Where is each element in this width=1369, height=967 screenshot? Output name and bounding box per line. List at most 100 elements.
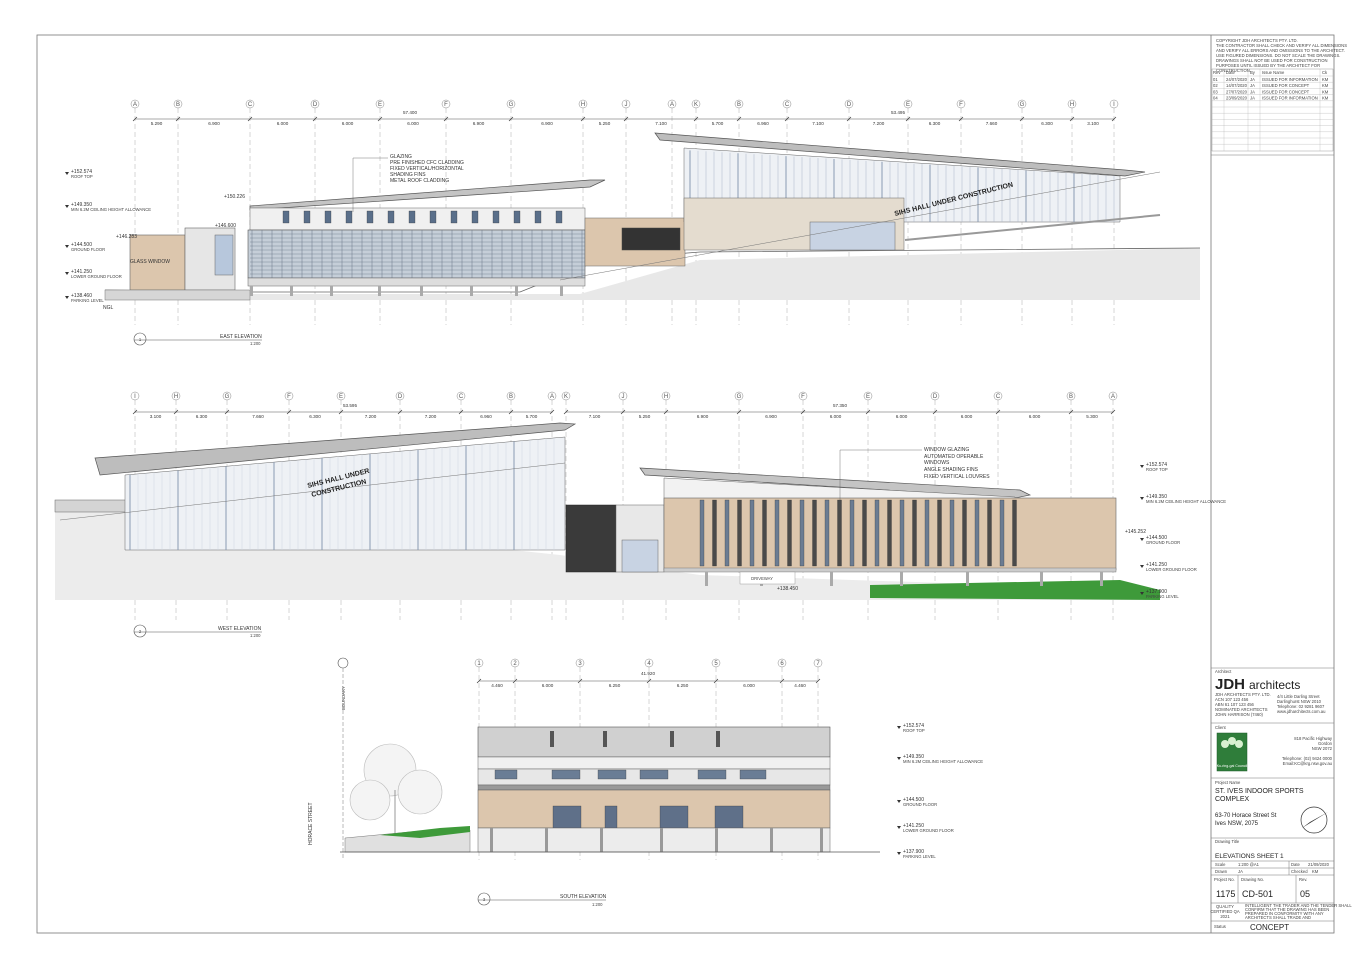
west-louvre-19 — [937, 499, 942, 567]
west-note-1: AUTOMATED OPERABLE — [924, 454, 984, 460]
west-l-tick-7 — [508, 409, 514, 415]
west-louvre-24 — [999, 499, 1005, 567]
south-upper-window-2 — [597, 769, 627, 780]
west-louvre-17 — [912, 499, 917, 567]
south-lower-window-2 — [659, 805, 689, 829]
west-grid-l-label-4: E — [339, 394, 343, 400]
rev-cell-1-0: 02 — [1213, 83, 1218, 88]
east-grid-label-13: D — [847, 102, 852, 108]
drawing-title: ELEVATIONS SHEET 1 — [1215, 853, 1284, 860]
copyright-line-2: AND VERIFY ALL ERRORS AND OMISSIONS TO T… — [1216, 48, 1345, 53]
south-col-2 — [600, 828, 603, 852]
west-grid-r-label-0: K — [564, 394, 568, 400]
rev-cell-2-4: KM — [1322, 89, 1329, 94]
rev-cell-0-1: 24/07/2020 — [1226, 77, 1248, 82]
east-upper-window-9 — [471, 210, 479, 224]
client-address-0: 818 Pacific Highway — [1294, 736, 1333, 741]
east-level-label-3: LOWER GROUND FLOOR — [71, 274, 122, 279]
east-level-value-2: +144.500 — [71, 242, 92, 248]
east-upper-wall — [249, 207, 586, 231]
rev-cell-1-4: KM — [1322, 83, 1329, 88]
west-col-3 — [900, 572, 903, 586]
copyright-notice: COPYRIGHT JDH ARCHITECTS PTY. LTD. THE C… — [1216, 38, 1347, 73]
west-grid-l-label-3: F — [287, 394, 291, 400]
south-title: SOUTH ELEVATION — [560, 894, 607, 900]
east-upper-window-10 — [492, 210, 500, 224]
south-level-label-3: LOWER GROUND FLOOR — [903, 828, 954, 833]
south-tick-2 — [577, 678, 583, 684]
council-logo-text: Ku-ring-gai Council — [1217, 764, 1248, 768]
west-col-6 — [1100, 572, 1103, 586]
quality-note-1: CONFIRM THAT THE DRAWING HAS BEEN — [1245, 907, 1329, 912]
east-tick-12 — [846, 116, 852, 122]
south-level-arrow-0 — [897, 726, 901, 729]
east-grid-label-15: F — [959, 102, 963, 108]
east-upper-window-11 — [513, 210, 521, 224]
client-contact-0: Telephone: (02) 9424 0000 — [1282, 756, 1333, 761]
east-col-4 — [420, 286, 423, 296]
west-note-2: WINDOWS — [924, 460, 950, 466]
west-grid-r-label-6: D — [933, 394, 938, 400]
client-label: Client — [1215, 725, 1227, 730]
west-grass — [870, 580, 1160, 600]
west-level-value-3: +141.250 — [1146, 562, 1167, 568]
sheet-border — [36, 34, 1335, 934]
west-grid-r-label-3: G — [737, 394, 742, 400]
south-title-bubble — [477, 892, 491, 906]
east-note-2: FIXED VERTICAL/HORIZONTAL — [390, 166, 464, 172]
south-columns — [490, 828, 823, 852]
scale-value: 1:200 @A1 — [1238, 862, 1260, 867]
east-glass-label: GLASS WINDOW — [130, 259, 170, 265]
west-l-tick-1 — [173, 409, 179, 415]
east-note-3: SHADING FINS — [390, 172, 426, 178]
east-col-2 — [330, 286, 333, 296]
west-r-dim-1: 5.250 — [639, 414, 651, 419]
south-level-label-1: MIN 6.2M CEILING HEIGHT ALLOWANCE — [903, 759, 983, 764]
west-grid-l-label-7: B — [509, 394, 513, 400]
project-no-label: Project No. — [1214, 877, 1235, 882]
east-spot-level-0: +150.226 — [224, 194, 245, 200]
rev-header-2: By — [1250, 70, 1256, 75]
street-label: HORACE STREET — [308, 802, 314, 845]
south-roof-vents — [550, 731, 720, 747]
east-col-3 — [378, 286, 381, 296]
east-spot-level-1: +146.600 — [215, 223, 236, 229]
east-tick-3 — [312, 116, 318, 122]
west-r-dim-0: 7.100 — [589, 414, 601, 419]
drawn-value: JA — [1238, 869, 1243, 874]
south-col-6 — [820, 828, 823, 852]
south-col-4 — [715, 828, 718, 852]
status-value: CONCEPT — [1250, 923, 1289, 932]
west-col-4 — [966, 572, 969, 586]
rev-header-0: Rev — [1213, 70, 1221, 75]
east-railing — [904, 214, 1161, 241]
south-dim-3: 6.250 — [677, 683, 689, 688]
south-tick-3 — [646, 678, 652, 684]
east-tick-17 — [1111, 116, 1117, 122]
east-grid-label-2: C — [248, 102, 253, 108]
east-dim-14: 7.660 — [986, 121, 998, 126]
council-logo — [1216, 732, 1248, 772]
west-grid-l-label-8: A — [550, 394, 554, 400]
west-ground-fill — [55, 500, 1160, 600]
west-grid-r-label-5: E — [866, 394, 870, 400]
east-title-bubble — [133, 332, 147, 346]
west-level-label-3: LOWER GROUND FLOOR — [1146, 567, 1197, 572]
west-l-dim-6: 6.960 — [480, 414, 492, 419]
east-columns — [250, 286, 563, 296]
south-upper-window-1 — [551, 769, 581, 780]
east-dim-15: 6.300 — [1041, 121, 1053, 126]
west-scale: 1:200 — [250, 633, 261, 638]
west-driveway-label: DRIVEWAY — [751, 576, 773, 581]
east-tick-10 — [736, 116, 742, 122]
south-level-value-1: +149.350 — [903, 754, 924, 760]
west-grid-r-label-2: H — [664, 394, 668, 400]
south-upper-window-4 — [697, 769, 727, 780]
rev-cell-3-2: JA — [1250, 96, 1255, 101]
south-upper-window-0 — [494, 769, 518, 780]
south-col-1 — [545, 828, 548, 852]
west-level-arrow-1 — [1140, 497, 1144, 500]
east-grid-label-16: G — [1020, 102, 1025, 108]
south-cladding — [477, 789, 831, 829]
